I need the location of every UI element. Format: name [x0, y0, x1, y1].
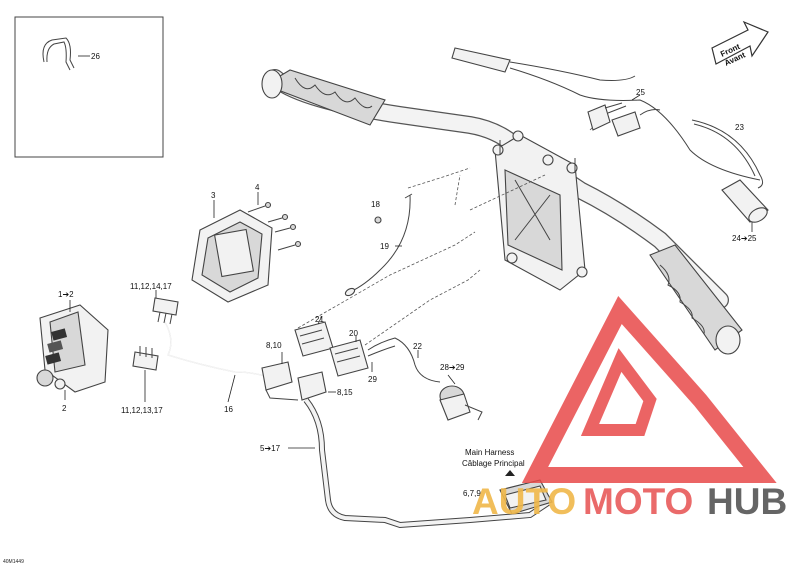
connectors-8: 8,10 8,15 [261, 341, 353, 401]
watermark-logo [521, 295, 777, 483]
callout-5-17: 5➔17 [260, 444, 281, 453]
callout-11-12-14-17: 11,12,14,17 [130, 282, 172, 291]
handlebar-riser [492, 130, 588, 291]
connectors-20-21: 21 20 29 22 [294, 315, 441, 384]
callout-21: 21 [315, 315, 324, 324]
inset-box-part-26: 26 [14, 16, 164, 158]
watermark-hub: HUB [707, 481, 787, 522]
callout-24-25: 24➔25 [732, 234, 757, 243]
callout-25: 25 [636, 88, 645, 97]
harness-16: 16 [164, 321, 271, 414]
callout-26: 26 [91, 52, 100, 61]
front-arrow: Front Avant [711, 20, 769, 68]
callout-2: 2 [62, 404, 67, 413]
callout-6-7-9: 6,7,9 [463, 489, 481, 498]
callout-16: 16 [224, 405, 233, 414]
callout-3: 3 [211, 191, 216, 200]
callout-8-10: 8,10 [266, 341, 282, 350]
main-harness-label-en: Main Harness [465, 448, 514, 457]
main-harness-run: 5➔17 [260, 398, 550, 529]
main-harness-connector: Main Harness Câblage Principal 6,7,9 [462, 448, 553, 515]
callout-29: 29 [368, 375, 377, 384]
watermark-text: AUTO MOTO HUB [472, 481, 787, 522]
diagram-code: 40M1449 [3, 559, 24, 565]
callout-11-12-13-17: 11,12,13,17 [121, 406, 163, 415]
connectors-11-12: 11,12,14,17 11,12,13,17 [121, 282, 179, 415]
ground-wire-19: 18 19 [344, 193, 413, 297]
switch-part-28: 28➔29 [439, 363, 483, 421]
switch-module-1-2: 1➔2 2 [36, 290, 109, 413]
housing-part-3: 3 4 [191, 183, 302, 303]
callout-8-15: 8,15 [337, 388, 353, 397]
watermark-auto: AUTO [472, 481, 576, 522]
callout-19: 19 [380, 242, 389, 251]
connectors-25: 25 [587, 88, 661, 137]
screws-part-4 [247, 201, 302, 251]
callout-1-2: 1➔2 [58, 290, 74, 299]
callout-20: 20 [349, 329, 358, 338]
callout-18: 18 [371, 200, 380, 209]
main-harness-label-fr: Câblage Principal [462, 459, 525, 468]
callout-4: 4 [255, 183, 260, 192]
handlebar [261, 69, 743, 355]
callout-23: 23 [735, 123, 744, 132]
left-grip [261, 69, 386, 126]
callout-22: 22 [413, 342, 422, 351]
callout-28-29: 28➔29 [440, 363, 465, 372]
part-23-24: 23 24➔25 [691, 119, 769, 243]
throttle-assembly [451, 47, 761, 181]
watermark-moto: MOTO [583, 481, 693, 522]
right-grip [649, 244, 743, 355]
